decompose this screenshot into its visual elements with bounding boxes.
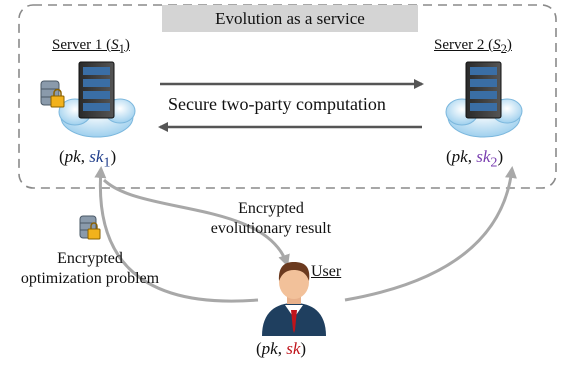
- encrypted-problem-line1: Encrypted: [57, 250, 123, 267]
- server-1-close-paren: ): [124, 37, 130, 53]
- server-2-keys-comma: ,: [467, 147, 477, 166]
- server-1-name: Server 1 (: [52, 37, 112, 53]
- server-2-subscript: 2: [500, 42, 507, 56]
- server-1-keys-comma: ,: [80, 147, 90, 166]
- server-1-sk-subscript: 1: [103, 154, 111, 171]
- server-2-keys-close: ): [497, 147, 504, 166]
- user-label: User: [311, 263, 342, 280]
- user-keys-comma: ,: [277, 339, 287, 358]
- server-1-keys-open: (: [59, 147, 65, 166]
- encrypted-result-line1: Encrypted: [238, 200, 304, 217]
- server-1-symbol: S: [111, 37, 119, 53]
- arrow-user-to-server2: [344, 166, 517, 302]
- arrow-user-to-server1: [94, 166, 259, 303]
- server-2-close-paren: ): [506, 37, 512, 53]
- server-1-sk: sk: [89, 147, 104, 166]
- server-2-symbol: S: [493, 37, 501, 53]
- server-1-keys-close: ): [110, 147, 117, 166]
- encrypted-result-label: Encrypted evolutionary result: [196, 199, 346, 239]
- arrow-server1-to-user: [102, 178, 290, 267]
- encrypted-result-line2: evolutionary result: [210, 220, 332, 237]
- server-1-database-lock-icon: [40, 80, 65, 108]
- user-avatar-icon: [262, 262, 326, 336]
- encrypted-problem-database-lock-icon: [79, 215, 101, 240]
- secure-computation-label: Secure two-party computation: [168, 94, 386, 114]
- server-1-pk: pk: [64, 147, 81, 166]
- user-keys: (pk, sk): [256, 339, 306, 359]
- server-2-sk: sk: [476, 147, 491, 166]
- diagram-title: Evolution as a service: [162, 5, 418, 32]
- user-keys-close: ): [300, 339, 307, 358]
- server-2-name: Server 2 (: [434, 37, 494, 53]
- encrypted-problem-line2: optimization problem: [20, 270, 160, 287]
- user-keys-open: (: [256, 339, 262, 358]
- server-2-keys: (pk, sk2): [446, 147, 503, 171]
- user-pk: pk: [261, 339, 278, 358]
- user-sk: sk: [286, 339, 301, 358]
- server-2-label: Server 2 (S2): [434, 37, 512, 57]
- server-1-subscript: 1: [118, 42, 125, 56]
- server-2-sk-subscript: 2: [490, 154, 498, 171]
- encrypted-problem-label: Encrypted optimization problem: [2, 249, 178, 289]
- server-2-icon: [445, 61, 523, 138]
- service-boundary-box: [18, 4, 557, 189]
- server-1-label: Server 1 (S1): [52, 37, 130, 57]
- server-2-keys-open: (: [446, 147, 452, 166]
- server-1-keys: (pk, sk1): [59, 147, 116, 171]
- server-1-icon: [58, 61, 136, 138]
- server-2-pk: pk: [451, 147, 468, 166]
